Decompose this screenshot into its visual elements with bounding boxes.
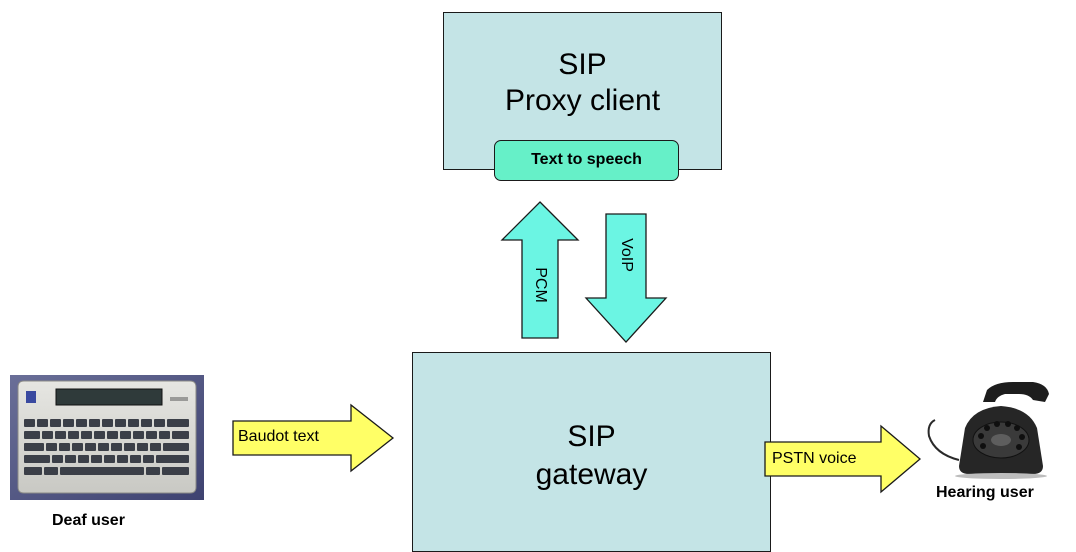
sip-gateway-box: SIP gateway [412, 352, 771, 552]
baudot-text-label: Baudot text [238, 428, 319, 445]
hearing-user-caption: Hearing user [936, 484, 1034, 501]
deaf-user-caption: Deaf user [52, 512, 125, 529]
gateway-title: SIP [567, 420, 616, 453]
tty-keyboard-icon [10, 375, 204, 500]
baudot-text-arrow [232, 403, 395, 473]
pcm-up-arrow [500, 201, 580, 339]
rotary-phone-icon [927, 382, 1049, 479]
proxy-title: SIP [558, 48, 607, 81]
proxy-subtitle: Proxy client [504, 84, 661, 117]
gateway-subtitle: gateway [535, 458, 648, 491]
voip-label: VoIP [618, 238, 635, 272]
voip-down-arrow [584, 213, 668, 343]
pcm-label: PCM [532, 267, 549, 303]
pstn-voice-arrow [764, 424, 922, 494]
text-to-speech-box: Text to speech [494, 140, 679, 181]
pstn-voice-label: PSTN voice [772, 450, 857, 467]
